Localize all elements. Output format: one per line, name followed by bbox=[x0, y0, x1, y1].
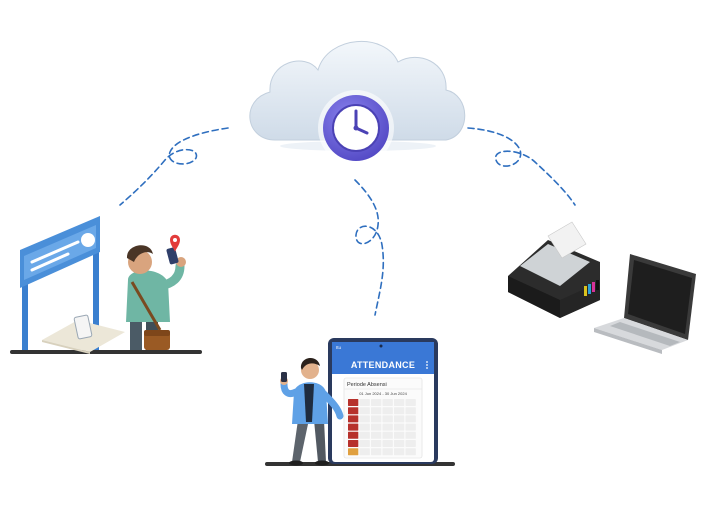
calendar-day-cell bbox=[371, 399, 382, 406]
calendar-day-cell bbox=[394, 448, 405, 456]
attendance-kiosk bbox=[10, 216, 202, 354]
calendar-day-cell bbox=[348, 448, 359, 456]
period-title: Periode Absensi bbox=[347, 382, 387, 388]
calendar-day-cell bbox=[348, 423, 359, 431]
calendar-day-cell bbox=[394, 431, 405, 439]
calendar-day-cell bbox=[405, 399, 416, 406]
calendar-day-cell bbox=[405, 415, 416, 423]
calendar-day-cell bbox=[359, 440, 370, 447]
calendar-day-cell bbox=[382, 440, 393, 447]
calendar-day-cell bbox=[405, 431, 416, 439]
connector-left bbox=[119, 127, 229, 206]
calendar-day-cell bbox=[382, 448, 393, 456]
printer bbox=[508, 221, 600, 318]
calendar-day-cell bbox=[394, 399, 405, 406]
calendar-day-cell bbox=[348, 431, 359, 439]
calendar-day-cell bbox=[371, 440, 382, 447]
calendar-day-cell bbox=[382, 415, 393, 423]
calendar-day-cell bbox=[382, 431, 393, 439]
calendar-day-cell bbox=[394, 415, 405, 423]
calendar-day-cell bbox=[371, 448, 382, 456]
calendar-day-cell bbox=[359, 399, 370, 406]
calendar-day-cell bbox=[359, 431, 370, 439]
calendar-day-cell bbox=[348, 399, 359, 406]
calendar-day-cell bbox=[405, 407, 416, 415]
calendar-day-cell bbox=[382, 399, 393, 406]
employee-with-phone bbox=[126, 245, 186, 350]
more-vertical-icon[interactable] bbox=[426, 361, 428, 369]
calendar-day-cell bbox=[359, 407, 370, 415]
calendar-day-cell bbox=[405, 423, 416, 431]
calendar-day-cell bbox=[348, 415, 359, 423]
calendar-day-cell bbox=[382, 407, 393, 415]
employee-presenting bbox=[280, 357, 344, 466]
period-date-range: 01 Jun 2024 - 30 Jun 2024 bbox=[359, 391, 407, 396]
calendar-day-cell bbox=[394, 440, 405, 447]
calendar-day-cell bbox=[371, 423, 382, 431]
calendar-day-cell bbox=[371, 431, 382, 439]
calendar-day-cell bbox=[394, 407, 405, 415]
calendar-day-cell bbox=[394, 423, 405, 431]
calendar-day-cell bbox=[348, 407, 359, 415]
laptop bbox=[594, 254, 696, 354]
calendar-day-cell bbox=[405, 440, 416, 447]
calendar-day-cell bbox=[348, 440, 359, 447]
tablet-title: ATTENDANCE bbox=[351, 360, 415, 370]
calendar-day-cell bbox=[359, 415, 370, 423]
calendar-day-cell bbox=[371, 415, 382, 423]
calendar-day-cell bbox=[382, 423, 393, 431]
connector-right bbox=[467, 127, 576, 206]
calendar-day-cell bbox=[371, 407, 382, 415]
attendance-calendar-grid bbox=[348, 399, 416, 456]
clock-icon bbox=[318, 90, 394, 166]
calendar-day-cell bbox=[359, 448, 370, 456]
connector-center bbox=[354, 179, 385, 316]
calendar-day-cell bbox=[359, 423, 370, 431]
attendance-tablet: Itu ATTENDANCE Periode Absensi 01 Jun 20… bbox=[265, 338, 455, 466]
calendar-day-cell bbox=[405, 448, 416, 456]
location-pin-icon bbox=[170, 234, 180, 252]
tablet-status-brand: Itu bbox=[336, 345, 342, 350]
